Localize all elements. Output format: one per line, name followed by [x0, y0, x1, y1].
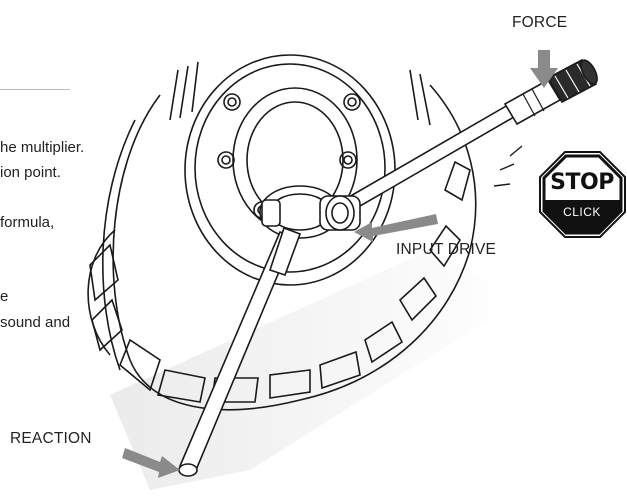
force-arrow [530, 50, 558, 88]
intro-text-line-1: he multiplier. [0, 139, 85, 156]
reaction-arm [178, 226, 302, 477]
input-drive-label: INPUT DRIVE [396, 241, 497, 258]
stop-word: STOP [550, 170, 614, 195]
input-drive-arrow [354, 214, 438, 242]
intro-text-line-4: e [0, 288, 9, 305]
reaction-arrow [122, 448, 180, 478]
ground-shadow [110, 250, 520, 490]
intro-text-line-2: ion point. [0, 164, 61, 181]
divider-line [0, 89, 70, 90]
lug-nuts [217, 93, 361, 219]
force-label: FORCE [512, 14, 568, 31]
tyre [87, 61, 477, 411]
stop-octagon [539, 151, 626, 238]
torque-wrench [333, 58, 598, 219]
reaction-label: REACTION [10, 430, 92, 447]
intro-text-line-5: sound and [0, 314, 71, 331]
click-word: CLICK [563, 205, 601, 219]
click-burst-lines [493, 145, 523, 187]
multiplier-head [259, 185, 361, 239]
intro-text-line-3: formula, [0, 214, 55, 231]
stop-click-sign: STOP CLICK [539, 150, 625, 236]
